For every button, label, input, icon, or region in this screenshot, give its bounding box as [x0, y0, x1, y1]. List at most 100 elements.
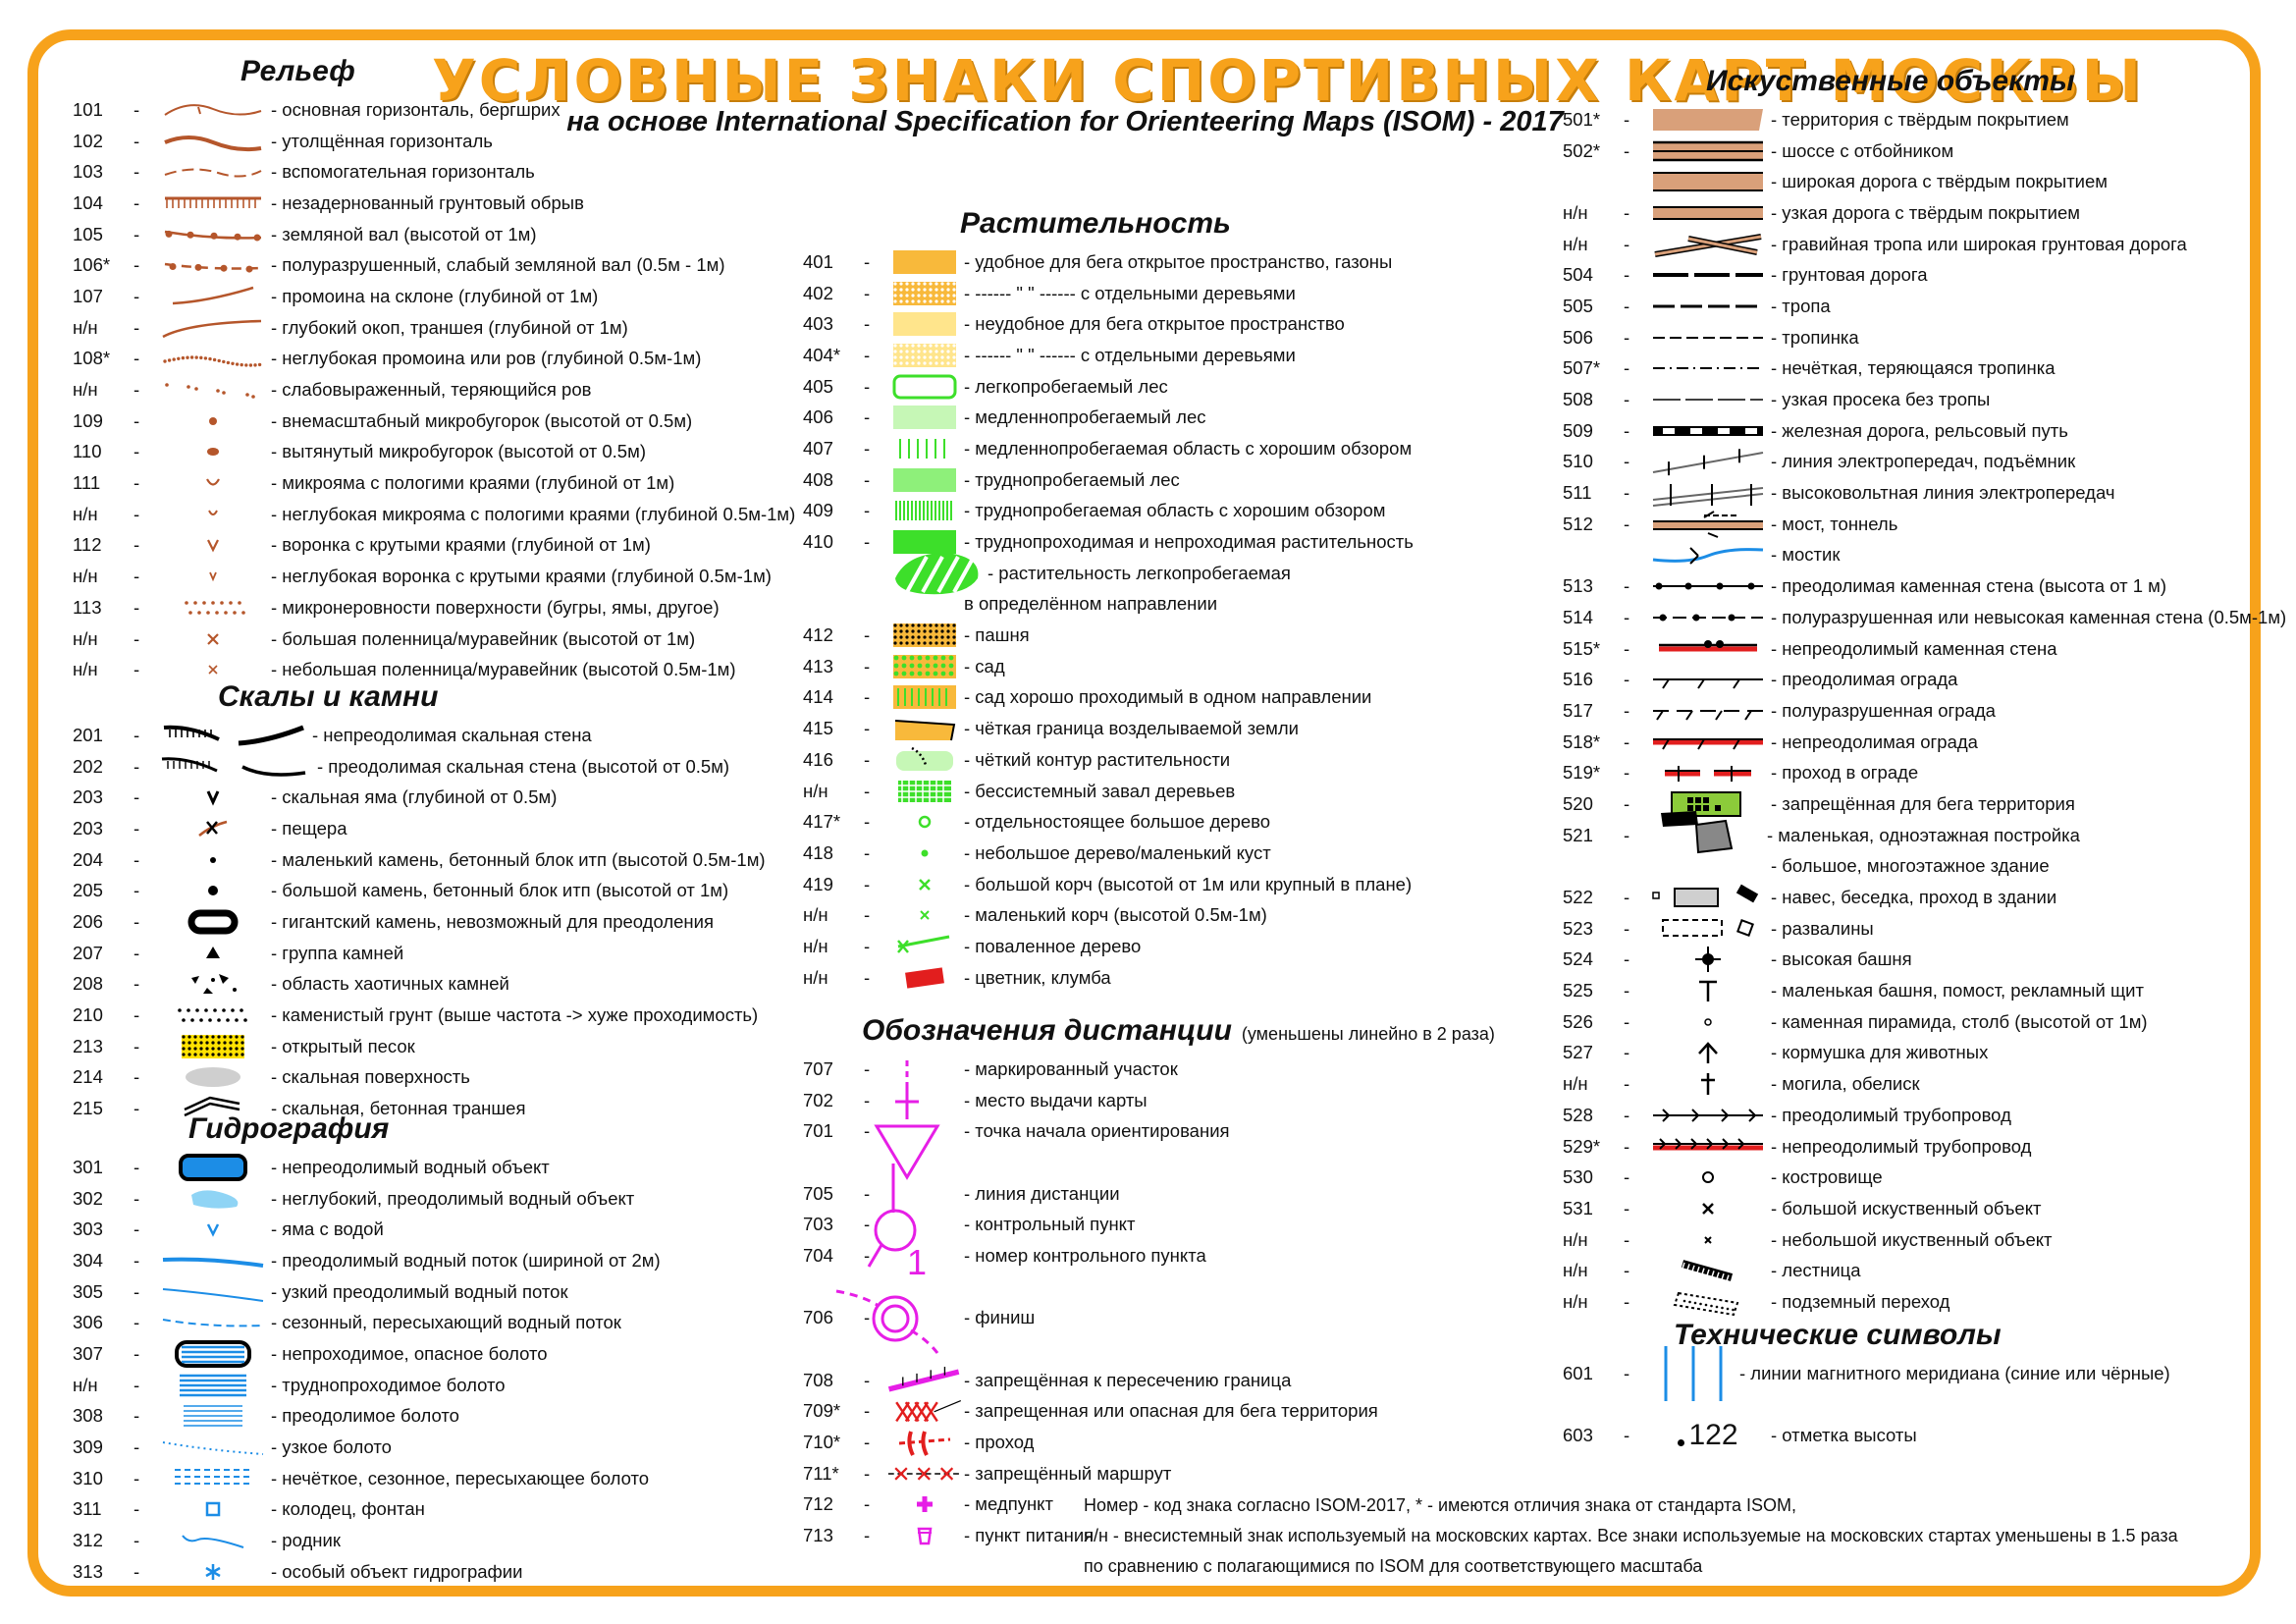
legend-row: 205-- большой камень, бетонный блок итп …	[73, 875, 766, 906]
control-number-symbol: 1	[907, 1242, 927, 1282]
symbol-code: 509	[1563, 419, 1593, 441]
code-separator: -	[133, 724, 140, 745]
map-symbol-wall	[1645, 572, 1771, 600]
code-separator: -	[133, 1530, 140, 1551]
legend-row: 703-- контрольный пункт	[803, 1209, 1378, 1240]
finish-outer-circle	[872, 1295, 919, 1342]
code-separator: -	[864, 1182, 871, 1204]
symbol-code: 104	[73, 191, 103, 213]
legend-row: 504-- грунтовая дорога	[1563, 259, 2286, 291]
map-symbol-cultivated	[885, 622, 964, 649]
symbol-description: - труднопробегаемый лес	[964, 468, 1180, 490]
map-symbol-orchard	[885, 653, 964, 680]
code-separator: -	[133, 223, 140, 244]
symbol-code: 113	[73, 596, 102, 618]
map-symbol-x-black-small	[1645, 1226, 1771, 1254]
legend-row: 307-- непроходимое, опасное болото	[73, 1338, 661, 1370]
symbol-description: - земляной вал (высотой от 1м)	[271, 223, 537, 244]
code-separator: -	[133, 348, 140, 369]
symbol-code: н/н	[1563, 1073, 1588, 1095]
code-separator: -	[864, 624, 871, 646]
code-separator: -	[864, 1244, 871, 1266]
symbol-code: 204	[73, 848, 103, 870]
legend-row: 313-- особый объект гидрографии	[73, 1556, 661, 1588]
symbol-description: - полуразрушенный, слабый земляной вал (…	[271, 254, 725, 276]
map-symbol-dot-brown	[155, 407, 271, 435]
legend-row: 522-- навес, беседка, проход в здании	[1563, 882, 2286, 913]
code-separator: -	[133, 1098, 140, 1119]
map-symbol-tree-big	[885, 808, 964, 836]
symbol-code: 205	[73, 880, 103, 901]
code-separator: -	[133, 1249, 140, 1271]
symbol-description: - растительность легкопробегаемая	[988, 562, 1291, 583]
section-title-course: Обозначения дистанции(уменьшены линейно …	[862, 1014, 1495, 1048]
symbol-description: - преодолимая ограда	[1771, 669, 1958, 690]
symbol-description: - скальная яма (глубиной от 0.5м)	[271, 786, 558, 808]
legend-row: 409-- труднопробегаемая область с хороши…	[803, 496, 1414, 527]
symbol-description: - скальная поверхность	[271, 1066, 470, 1088]
symbol-description: - проход	[964, 1432, 1035, 1453]
map-symbol-small-tower	[1645, 977, 1771, 1004]
symbol-code: н/н	[73, 379, 98, 401]
symbol-code: 501*	[1563, 108, 1601, 130]
symbol-code: 708	[803, 1369, 833, 1390]
legend-row: - растительность легкопробегаемая	[803, 552, 1414, 594]
legend-row: 508-- узкая просека без тропы	[1563, 384, 2286, 415]
symbol-description: - узкая дорога с твёрдым покрытием	[1771, 201, 2081, 223]
legend-row: 704-- номер контрольного пункта	[803, 1240, 1378, 1272]
symbol-code: 201	[73, 724, 103, 745]
symbol-description: - чёткая граница возделываемой земли	[964, 718, 1299, 739]
symbol-description: - микрояма с пологими краями (глубиной о…	[271, 472, 675, 494]
map-symbol-paved-area	[1645, 106, 1771, 134]
map-symbol-sand	[155, 1033, 271, 1060]
symbol-description: - тропинка	[1771, 326, 1859, 348]
map-symbol-fallen-tree	[885, 933, 964, 960]
legend-row: 527-- кормушка для животных	[1563, 1038, 2286, 1069]
map-symbol-ride	[1645, 386, 1771, 413]
code-separator: -	[133, 1560, 140, 1582]
symbol-code: н/н	[803, 904, 828, 926]
code-separator: -	[1624, 1166, 1630, 1188]
code-separator: -	[1624, 669, 1630, 690]
symbol-description: - труднопробегаемая область с хорошим об…	[964, 500, 1386, 521]
legend-row: 406-- медленнопробегаемый лес	[803, 402, 1414, 433]
symbol-code: 510	[1563, 451, 1593, 472]
map-symbol-hw-thin	[155, 96, 271, 124]
map-symbol-forest	[885, 373, 964, 401]
symbol-description: - непреодолимая скальная стена	[312, 724, 592, 745]
legend-row: н/н-- узкая дорога с твёрдым покрытием	[1563, 197, 2286, 229]
symbol-description: - большая поленница/муравейник (высотой …	[271, 627, 696, 649]
legend-row: н/н-- труднопроходимое болото	[73, 1370, 661, 1401]
code-separator: -	[864, 1400, 871, 1422]
symbol-list-veg: 401-- удобное для бега открытое простран…	[803, 246, 1414, 994]
symbol-code: 508	[1563, 389, 1593, 410]
symbol-code: 413	[803, 655, 833, 677]
symbol-code: н/н	[73, 566, 98, 587]
map-symbol-flowerbed	[885, 964, 964, 992]
symbol-code: н/н	[803, 935, 828, 956]
symbol-code: 601	[1563, 1362, 1593, 1383]
map-symbol-windfall	[885, 778, 964, 805]
symbol-description: - непроходимое, опасное болото	[271, 1342, 548, 1364]
legend-row: 524-- высокая башня	[1563, 945, 2286, 976]
legend-row: 204-- маленький камень, бетонный блок ит…	[73, 844, 766, 876]
legend-row: 305-- узкий преодолимый водный поток	[73, 1276, 661, 1308]
map-symbol-dotdash-brown	[155, 251, 271, 279]
symbol-description: - непреодолимый трубопровод	[1771, 1135, 2032, 1157]
symbol-description: - глубокий окоп, траншея (глубиной от 1м…	[271, 316, 628, 338]
symbol-code: 306	[73, 1312, 103, 1333]
symbol-code: 410	[803, 531, 833, 553]
map-symbol-railway	[1645, 417, 1771, 445]
symbol-code: 302	[73, 1187, 103, 1209]
code-separator: -	[1624, 1425, 1630, 1446]
code-separator: -	[1624, 1010, 1630, 1032]
symbol-description: - широкая дорога с твёрдым покрытием	[1771, 171, 2109, 192]
legend-row: 203-- скальная яма (глубиной от 0.5м)	[73, 782, 766, 813]
map-symbol-cup-small-brown	[155, 501, 271, 528]
legend-row: н/н-- глубокий окоп, траншея (глубиной о…	[73, 312, 795, 344]
code-separator: -	[133, 503, 140, 524]
map-symbol-slow-vis	[885, 435, 964, 462]
symbol-code: 506	[1563, 326, 1593, 348]
